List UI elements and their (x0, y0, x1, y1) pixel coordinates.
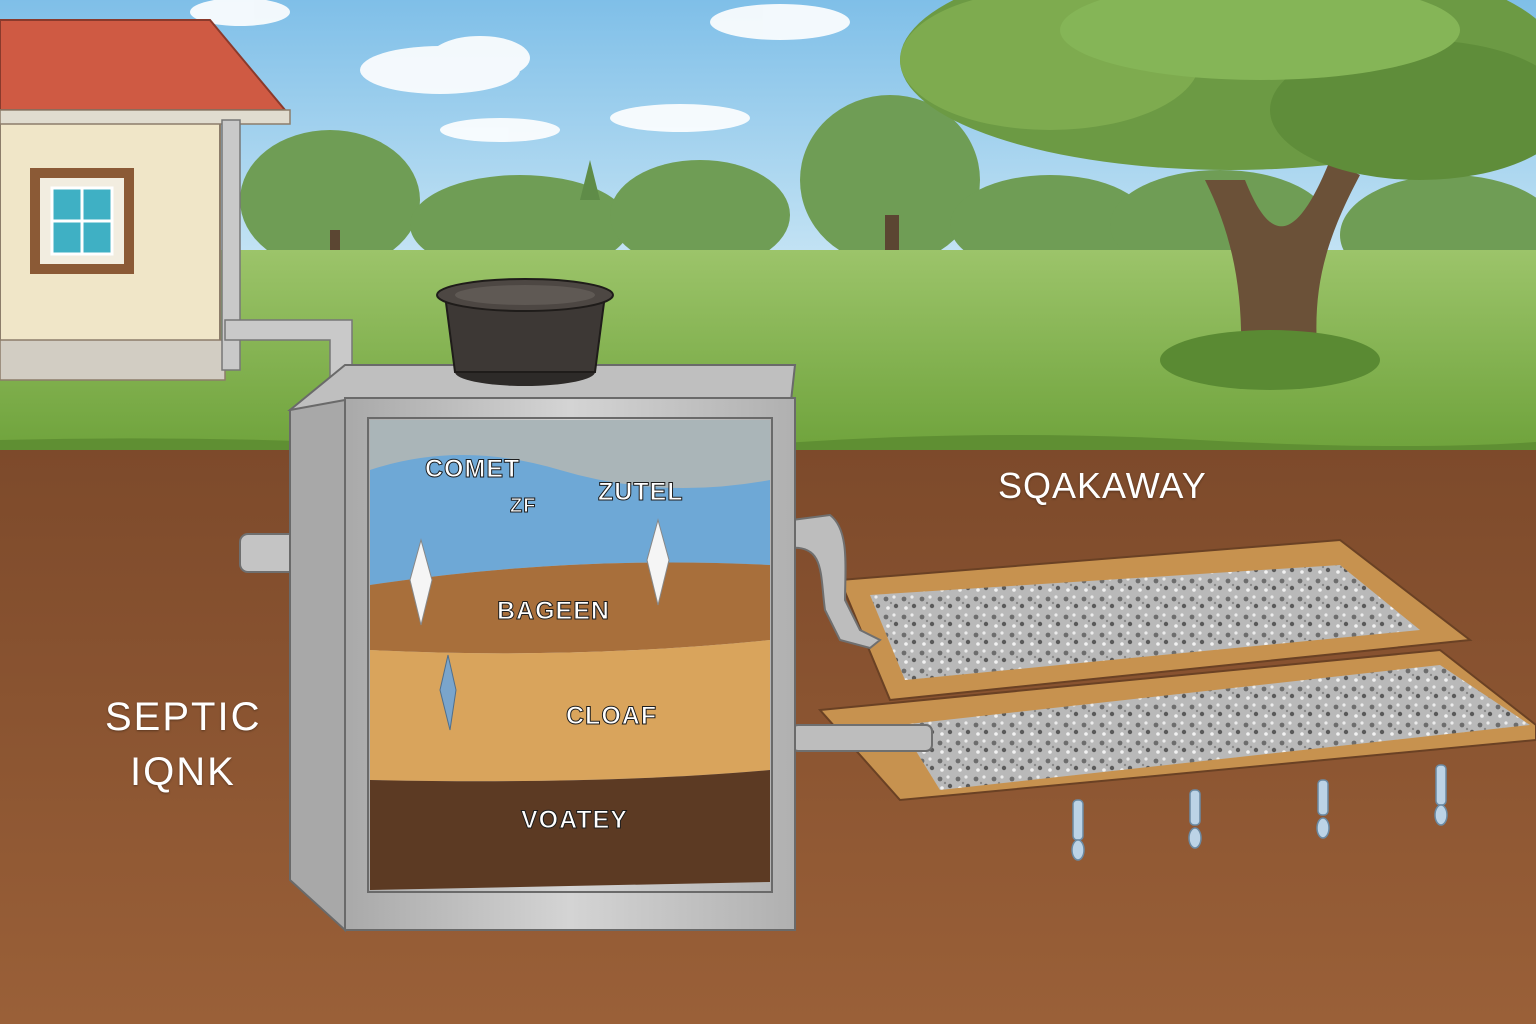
tree-icon (900, 0, 1536, 390)
layer-label-clear: CLOAF (565, 702, 658, 731)
layer-label-scum-3: ZF (509, 495, 537, 518)
soakaway-trenches (817, 538, 1536, 802)
septic-tank-label-line1: SEPTIC (105, 695, 262, 739)
layer-clear (370, 640, 770, 782)
house-icon (0, 19, 291, 381)
septic-tank-icon (287, 278, 797, 933)
septic-tank-label-line2: IQNK (130, 750, 236, 794)
soakaway-label: SQAKAWAY (998, 465, 1207, 506)
layer-sludge (370, 770, 770, 890)
layer-label-liquid: BAGEEN (497, 597, 610, 626)
layer-label-scum-1: COMET (424, 455, 521, 484)
drip-icons (1071, 764, 1448, 861)
layer-scum (370, 455, 770, 585)
clouds (190, 0, 850, 142)
layer-label-sludge: VOATEY (521, 806, 628, 835)
layer-label-scum-2: ZUTEL (598, 478, 684, 507)
layer-liquid (370, 562, 770, 654)
